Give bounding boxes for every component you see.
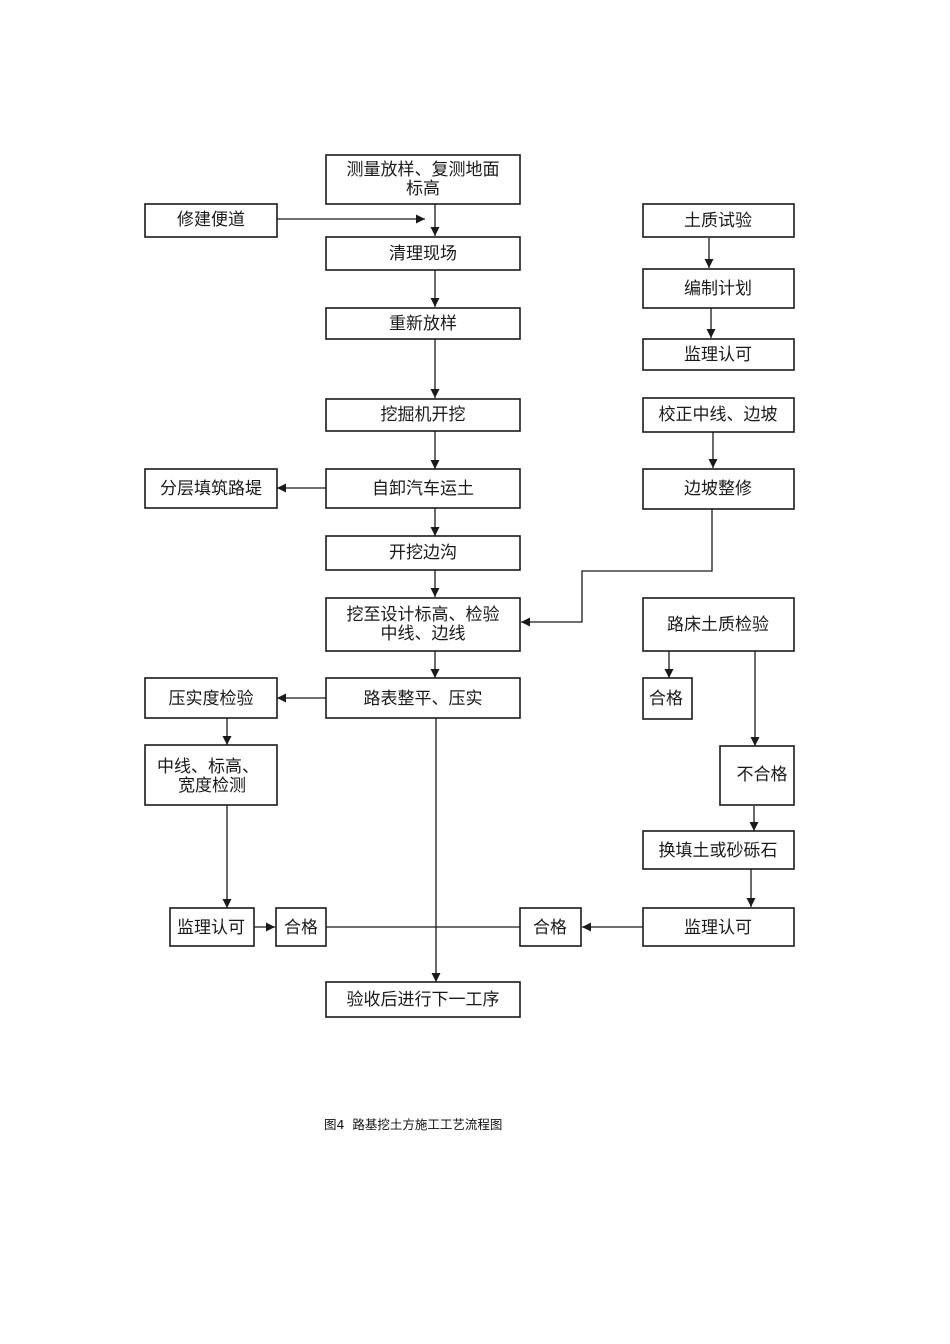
node-pass-left-label: 合格 bbox=[284, 918, 318, 938]
node-layered-fill: 分层填筑路堤 bbox=[144, 468, 278, 509]
node-clear-site: 清理现场 bbox=[325, 236, 521, 271]
node-soil-test-label: 土质试验 bbox=[684, 211, 752, 231]
node-pass-right: 合格 bbox=[519, 907, 582, 947]
node-level-compact-label: 路表整平、压实 bbox=[364, 689, 483, 709]
node-dump-truck-label: 自卸汽车运土 bbox=[372, 479, 474, 499]
node-supervisor-left-label: 监理认可 bbox=[177, 918, 245, 938]
node-survey: 测量放样、复测地面 标高 bbox=[325, 154, 521, 205]
node-subgrade-test-label: 路床土质检验 bbox=[667, 615, 769, 635]
node-level-compact: 路表整平、压实 bbox=[325, 677, 521, 719]
node-slope-trim-label: 边坡整修 bbox=[684, 479, 752, 499]
node-side-ditch: 开挖边沟 bbox=[325, 535, 521, 571]
node-to-design: 挖至设计标高、检验 中线、边线 bbox=[325, 597, 521, 652]
node-correct-slope: 校正中线、边坡 bbox=[642, 397, 795, 433]
node-side-ditch-label: 开挖边沟 bbox=[389, 543, 457, 563]
node-excavator: 挖掘机开挖 bbox=[325, 398, 521, 432]
node-replace-fill: 换填土或砂砾石 bbox=[642, 830, 795, 870]
node-access-road: 修建便道 bbox=[144, 203, 278, 238]
node-plan-label: 编制计划 bbox=[684, 279, 752, 299]
node-access-road-label: 修建便道 bbox=[177, 210, 245, 230]
node-restake: 重新放样 bbox=[325, 307, 521, 340]
node-fail-subgrade: 不合格 bbox=[719, 745, 795, 806]
node-compaction-test: 压实度检验 bbox=[144, 677, 278, 719]
node-replace-fill-label: 换填土或砂砾石 bbox=[659, 841, 778, 861]
node-next-process-label: 验收后进行下一工序 bbox=[347, 990, 500, 1010]
node-soil-test: 土质试验 bbox=[642, 203, 795, 238]
node-survey-line2: 标高 bbox=[406, 179, 440, 199]
node-fail-subgrade-label: 不合格 bbox=[737, 765, 788, 785]
node-clear-site-label: 清理现场 bbox=[389, 244, 457, 264]
node-to-design-line1: 挖至设计标高、检验 bbox=[347, 605, 500, 625]
node-pass-left: 合格 bbox=[275, 907, 327, 947]
node-supervisor-bottom-label: 监理认可 bbox=[684, 918, 752, 938]
node-supervisor-top-label: 监理认可 bbox=[684, 345, 752, 365]
node-layered-fill-label: 分层填筑路堤 bbox=[160, 479, 262, 499]
node-supervisor-bottom: 监理认可 bbox=[642, 907, 795, 947]
node-excavator-label: 挖掘机开挖 bbox=[381, 405, 466, 425]
node-pass-subgrade: 合格 bbox=[642, 677, 693, 720]
node-compaction-test-label: 压实度检验 bbox=[169, 689, 254, 709]
node-pass-right-label: 合格 bbox=[533, 918, 567, 938]
node-centerline-check-line2: 宽度检测 bbox=[178, 776, 246, 796]
arrow-trim-to-design bbox=[521, 509, 713, 627]
node-centerline-check: 中线、标高、 宽度检测 bbox=[144, 744, 278, 806]
node-subgrade-test: 路床土质检验 bbox=[642, 597, 795, 652]
node-restake-label: 重新放样 bbox=[389, 314, 457, 334]
node-plan: 编制计划 bbox=[642, 268, 795, 309]
node-next-process: 验收后进行下一工序 bbox=[325, 981, 521, 1018]
connectors bbox=[222, 204, 760, 982]
node-survey-line1: 测量放样、复测地面 bbox=[347, 160, 500, 180]
node-supervisor-left: 监理认可 bbox=[169, 907, 255, 947]
node-centerline-check-line1: 中线、标高、 bbox=[157, 757, 259, 777]
node-supervisor-top: 监理认可 bbox=[642, 338, 795, 371]
node-correct-slope-label: 校正中线、边坡 bbox=[659, 405, 778, 425]
figure-caption: 图4 路基挖土方施工工艺流程图 bbox=[324, 1117, 502, 1132]
node-dump-truck: 自卸汽车运土 bbox=[325, 468, 521, 509]
node-to-design-line2: 中线、边线 bbox=[381, 624, 466, 644]
node-pass-subgrade-label: 合格 bbox=[649, 689, 683, 709]
node-slope-trim: 边坡整修 bbox=[642, 468, 795, 510]
